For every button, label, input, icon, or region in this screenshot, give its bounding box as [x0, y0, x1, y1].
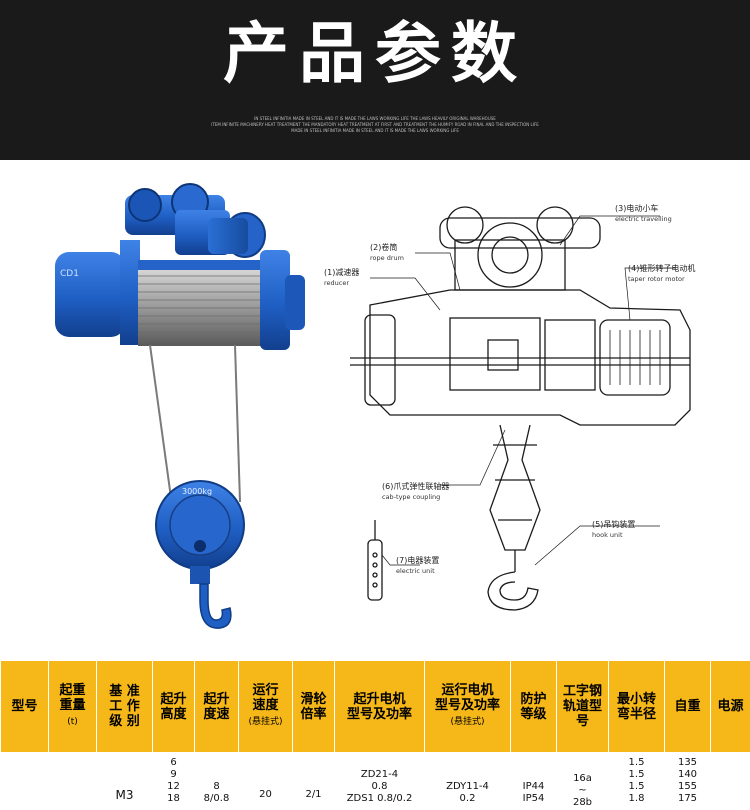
- page-title: 产品参数: [223, 15, 527, 92]
- callout-en: cab-type coupling: [382, 493, 441, 501]
- callout-cn: (2)卷筒: [370, 243, 398, 252]
- header-lift-speed: 起升 度速: [194, 660, 239, 753]
- hoist-product-photo: CD1 3000kg: [55, 183, 305, 629]
- cell-lift-height: 6 9 12 18: [152, 752, 195, 810]
- header-travel-speed: 运行 速度(悬挂式): [238, 660, 293, 753]
- wire-rope: [149, 344, 241, 506]
- callout-en: electric unit: [396, 567, 435, 575]
- header-weight: 自重: [664, 660, 711, 753]
- header-radius: 最小转 弯半径: [608, 660, 665, 753]
- trolley: [125, 183, 266, 258]
- cell-lift-motor: ZD21-4 0.8 ZDS1 0.8/0.2: [334, 752, 425, 810]
- header-lift-motor: 起升电机 型号及功率: [334, 660, 425, 753]
- cell-lift-speed: 8 8/0.8: [194, 752, 239, 810]
- cell-reeving: 2/1: [292, 752, 335, 810]
- hook-plate-label: 3000kg: [182, 487, 212, 496]
- spec-table: 型号 起重 重量(t) 基 准 工 作 级 别 起升 高度 起升 度速 运行 速…: [0, 660, 750, 810]
- callout-electric-unit: (7)电器装置 electric unit: [396, 556, 439, 576]
- callout-cn: (3)电动小车: [615, 204, 659, 213]
- hook-icon: [199, 583, 232, 629]
- schematic-drawing: [350, 206, 691, 611]
- callout-en: reducer: [324, 279, 350, 287]
- hook-block: 3000kg: [155, 480, 245, 584]
- header-rail: 工字钢 轨道型 号: [556, 660, 609, 753]
- header-load: 起重 重量(t): [48, 660, 97, 753]
- cell-travel-speed: 20: [238, 752, 293, 810]
- header-protection: 防护 等级: [510, 660, 557, 753]
- cell-load: [48, 752, 97, 810]
- callout-en: electric travelling: [615, 215, 672, 223]
- callout-hook-unit: (5)吊钩装置 hook unit: [592, 520, 635, 540]
- banner-subtitle-line: ITEM INFINITE MACHINERY HEAT TREATMENT T…: [211, 122, 539, 127]
- callout-coupling: (6)爪式弹性联轴器 cab-type coupling: [382, 482, 449, 502]
- header-banner: 产品参数 IN STEEL INFINITIA MADE IN STEEL AN…: [0, 0, 750, 160]
- banner-subtitle-line: MADE IN STEEL INFINITIA MADE IN STEEL AN…: [291, 128, 459, 133]
- header-model: 型号: [0, 660, 49, 753]
- spec-header-row: 型号 起重 重量(t) 基 准 工 作 级 别 起升 高度 起升 度速 运行 速…: [0, 660, 750, 753]
- hoist-schematic: (3)电动小车 electric travelling (2)卷筒 rope d…: [324, 180, 740, 650]
- cell-weight: 135 140 155 175: [664, 752, 711, 810]
- table-row: M3 6 9 12 18 8 8/0.8 20 2/1 ZD21-4 0.8 Z…: [0, 752, 750, 810]
- cell-model: [0, 752, 49, 810]
- callout-taper-rotor-motor: (4)锥形转子电动机 taper rotor motor: [628, 264, 695, 284]
- cell-protection: IP44 IP54: [510, 752, 557, 810]
- callout-en: rope drum: [370, 254, 404, 262]
- cell-travel-motor: ZDY11-4 0.2: [424, 752, 511, 810]
- side-plate-label: CD1: [60, 269, 79, 279]
- callout-electric-travelling: (3)电动小车 electric travelling: [615, 204, 672, 224]
- callout-cn: (5)吊钩装置: [592, 520, 636, 529]
- callout-rope-drum: (2)卷筒 rope drum: [370, 243, 404, 263]
- rope-drum: CD1: [55, 240, 305, 350]
- cell-duty: M3: [96, 752, 153, 810]
- header-reeving: 滑轮 倍率: [292, 660, 335, 753]
- callout-en: hook unit: [592, 531, 623, 539]
- callout-cn: (6)爪式弹性联轴器: [382, 482, 450, 491]
- callout-en: taper rotor motor: [628, 275, 685, 283]
- callout-cn: (4)锥形转子电动机: [628, 264, 696, 273]
- header-power: 电源: [710, 660, 750, 753]
- callout-reducer: (1)减速器 reducer: [324, 268, 359, 288]
- cell-radius: 1.5 1.5 1.5 1.8: [608, 752, 665, 810]
- cell-power: [710, 752, 750, 810]
- cell-rail: 16a ~ 28b: [556, 752, 609, 810]
- banner-subtitle-line: IN STEEL INFINITIA MADE IN STEEL AND IT …: [254, 116, 496, 121]
- callout-cn: (1)减速器: [324, 268, 360, 277]
- callout-cn: (7)电器装置: [396, 556, 440, 565]
- header-travel-motor: 运行电机 型号及功率(悬挂式): [424, 660, 511, 753]
- header-duty: 基 准 工 作 级 别: [96, 660, 153, 753]
- banner-subtitle: IN STEEL INFINITIA MADE IN STEEL AND IT …: [150, 116, 600, 134]
- header-lift-height: 起升 高度: [152, 660, 195, 753]
